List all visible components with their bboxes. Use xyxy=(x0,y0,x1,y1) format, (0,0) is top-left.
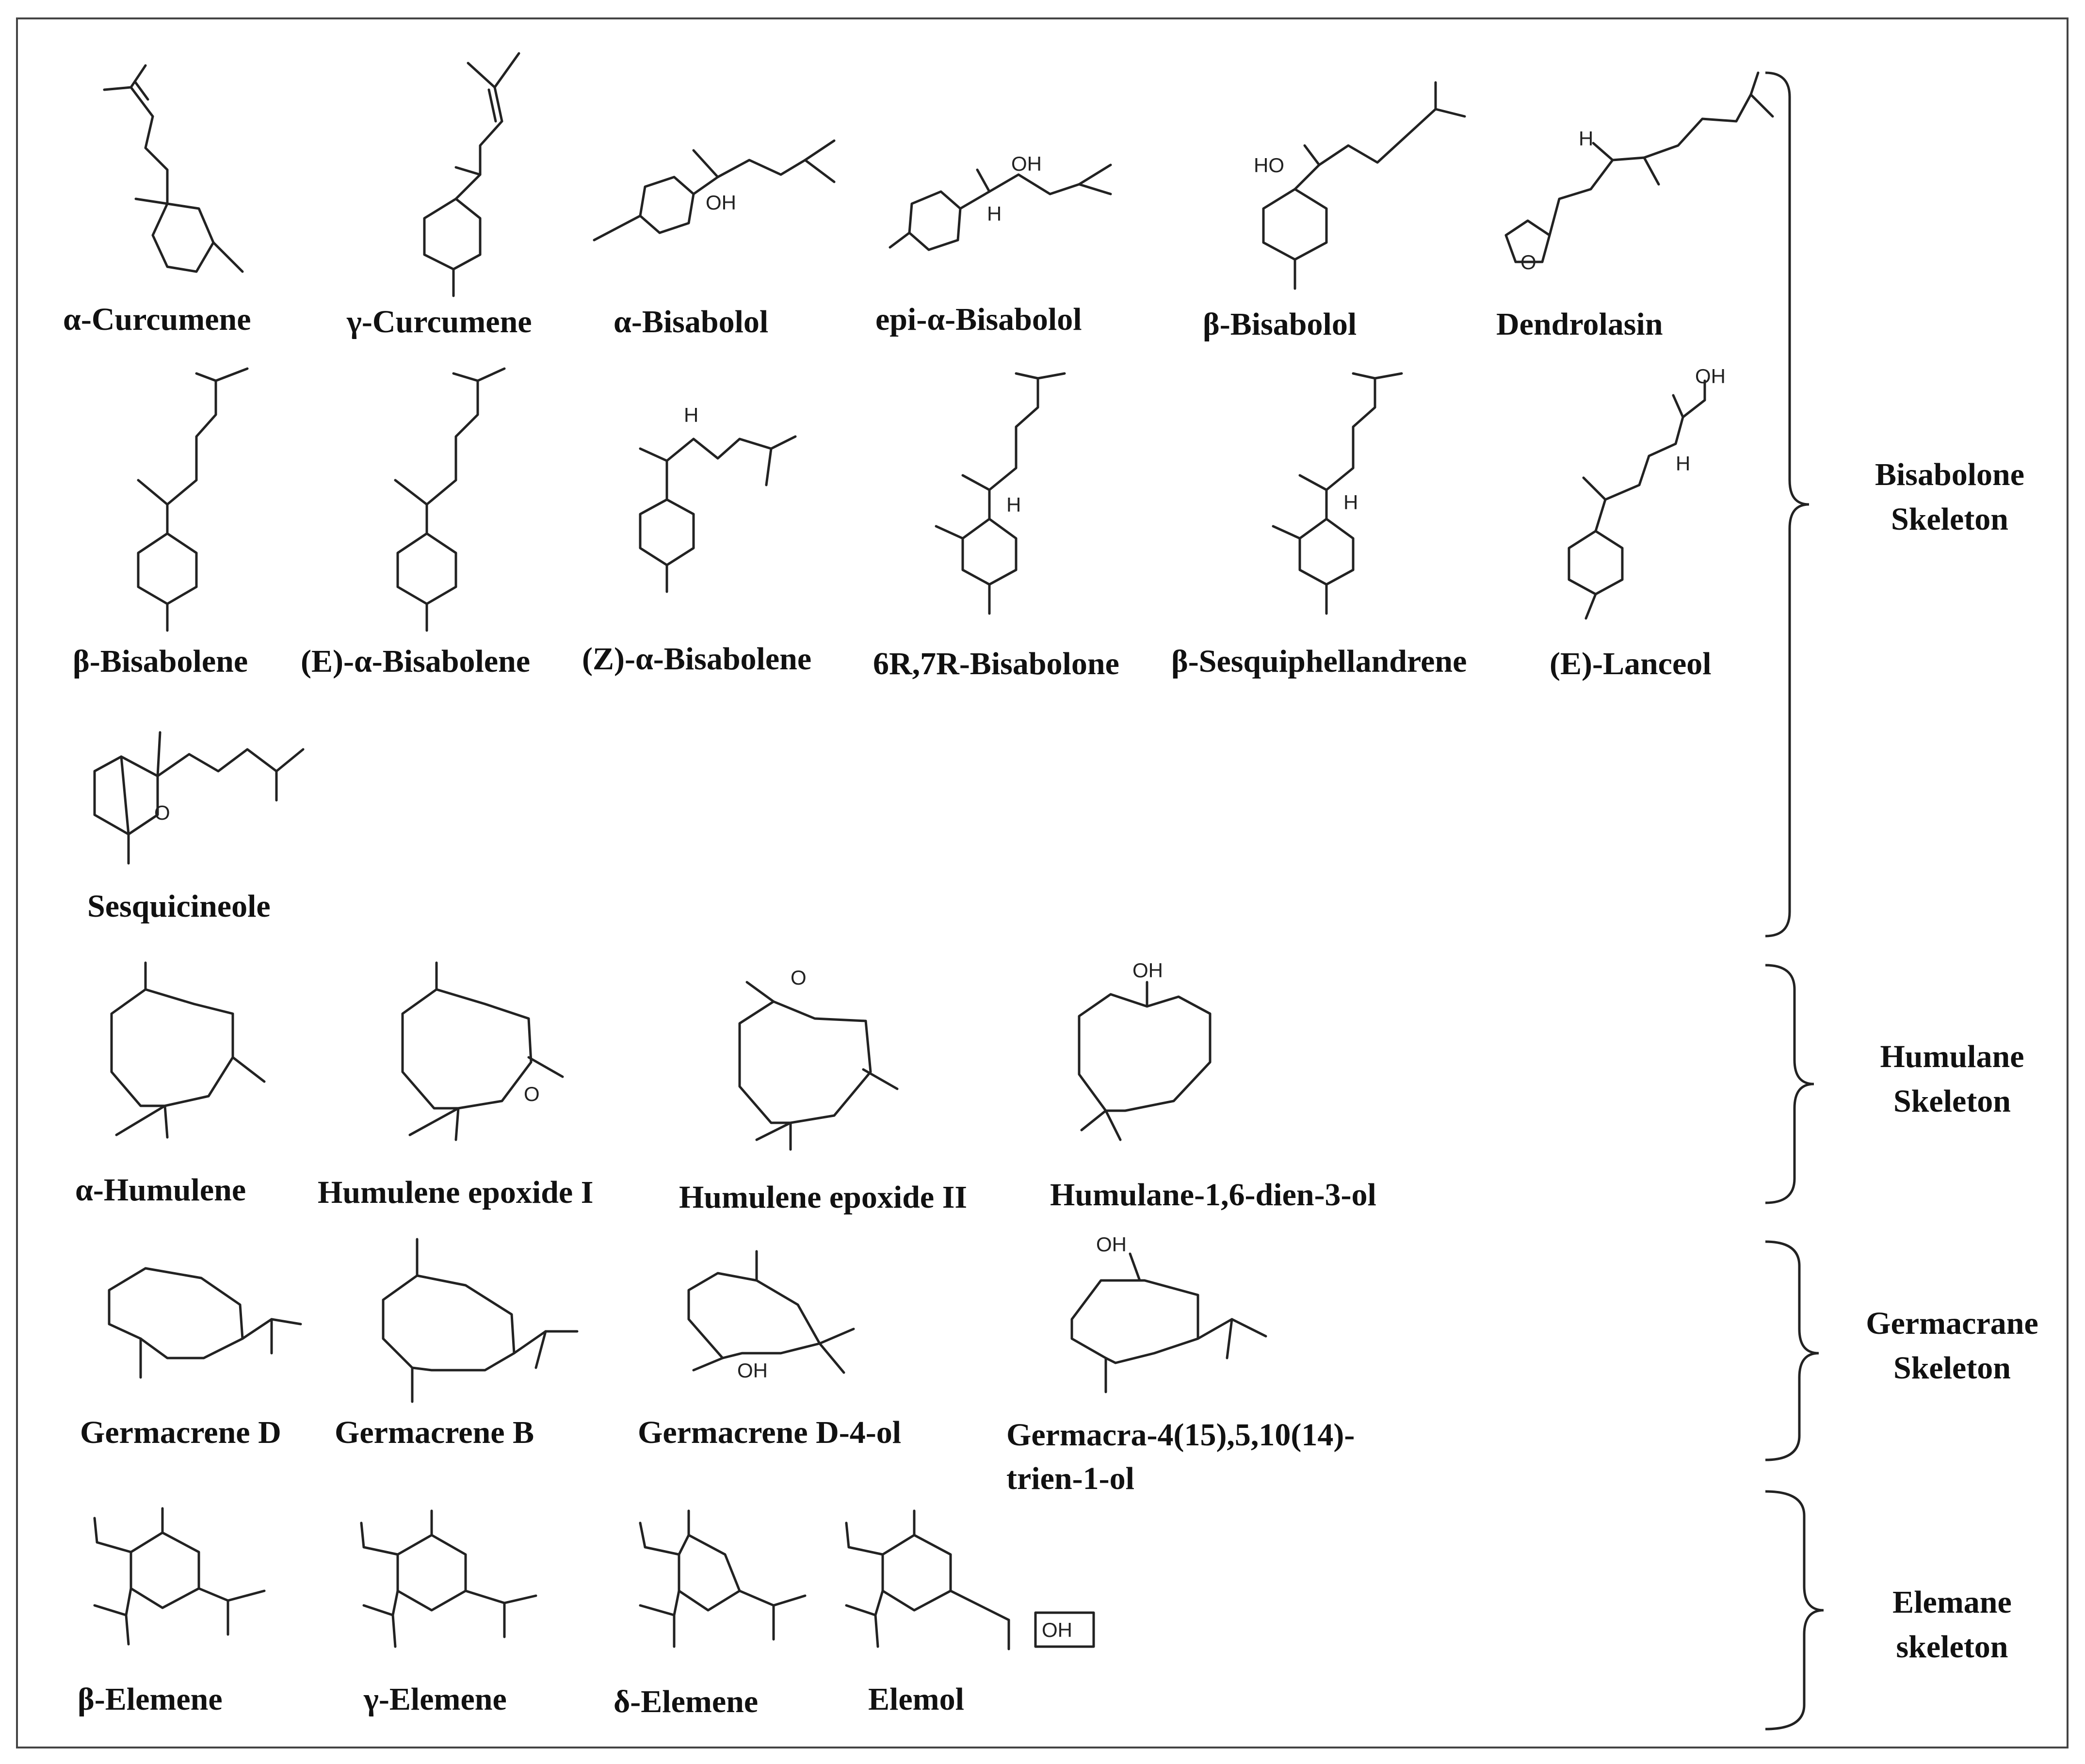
structure-germacrene-b xyxy=(382,1238,579,1403)
compound-label: (Z)-α-Bisabolene xyxy=(582,641,811,677)
atom-o-dendrolasin: O xyxy=(1520,251,1536,274)
structure-dendrolasin xyxy=(1504,71,1774,263)
brace-germacrane xyxy=(1765,1240,1819,1461)
compound-label: Germacrene D xyxy=(80,1415,281,1450)
atom-h-dendrolasin: H xyxy=(1579,127,1593,150)
structure-epi-alpha-bisabolol xyxy=(889,163,1112,251)
compound-label: Elemol xyxy=(868,1682,964,1717)
structure-6r7r-bisabolone xyxy=(935,372,1066,615)
compound-label: Humulene epoxide II xyxy=(679,1180,967,1215)
structure-gamma-curcumene xyxy=(423,52,520,297)
group-label-bisabolone: Skeleton xyxy=(1891,502,2008,537)
group-label-elemane: skeleton xyxy=(1896,1629,2008,1665)
structure-beta-bisabolene xyxy=(137,367,249,632)
structure-humulane-dienol xyxy=(1078,981,1212,1141)
compound-label: 6R,7R-Bisabolone xyxy=(873,646,1119,681)
compound-label: Germacra-4(15),5,10(14)- xyxy=(1006,1417,1355,1453)
atom-h-lanceol: H xyxy=(1676,452,1690,475)
atom-ho-beta-bisabolol: HO xyxy=(1254,154,1284,177)
structure-humulene-epoxide-i xyxy=(401,961,564,1141)
group-label-bisabolone: Bisabolone xyxy=(1875,457,2024,492)
brace-elemane xyxy=(1765,1490,1824,1731)
compound-label: Sesquicineole xyxy=(87,889,271,924)
group-label-elemane: Elemane xyxy=(1892,1585,2012,1620)
compound-label: β-Sesquiphellandrene xyxy=(1171,644,1467,679)
atom-oh-germacrene-d-4-ol: OH xyxy=(737,1359,768,1382)
atom-oh-elemol: OH xyxy=(1042,1618,1072,1641)
compound-label: Humulene epoxide I xyxy=(318,1175,593,1210)
compound-label: β-Elemene xyxy=(78,1682,223,1717)
compound-label: δ-Elemene xyxy=(614,1684,758,1719)
structure-z-alpha-bisabolene xyxy=(639,435,797,593)
atom-o-sesquicineole: O xyxy=(154,801,170,824)
compound-label: α-Bisabolol xyxy=(614,304,768,340)
atom-o-humulene-epoxide-i: O xyxy=(524,1083,540,1105)
atom-oh-lanceol: OH xyxy=(1695,365,1726,388)
structure-delta-elemene xyxy=(639,1509,807,1648)
structure-germacrene-d-4-ol xyxy=(687,1250,855,1374)
compound-label: Germacrene B xyxy=(335,1415,534,1450)
atom-h-sesquiphellandrene: H xyxy=(1343,491,1358,514)
structure-beta-sesquiphellandrene xyxy=(1272,372,1403,615)
figure-frame xyxy=(16,17,2069,1748)
group-label-humulane: Skeleton xyxy=(1893,1084,2011,1119)
structure-gamma-elemene xyxy=(360,1509,537,1648)
compound-label: β-Bisabolol xyxy=(1203,307,1357,342)
group-label-humulane: Humulane xyxy=(1880,1039,2024,1074)
compound-label: (E)-α-Bisabolene xyxy=(301,644,530,679)
compound-label: β-Bisabolene xyxy=(73,644,248,679)
structure-e-lanceol xyxy=(1568,379,1706,620)
structure-sesquicineole xyxy=(93,731,305,865)
structure-beta-elemene xyxy=(93,1507,266,1646)
compound-label: α-Curcumene xyxy=(63,302,251,337)
structure-germacrene-d xyxy=(108,1267,302,1379)
atom-oh-epi-bisabolol: OH xyxy=(1011,152,1042,175)
structure-e-alpha-bisabolene xyxy=(394,367,506,632)
compound-label: trien-1-ol xyxy=(1006,1461,1134,1496)
compound-label: γ-Elemene xyxy=(363,1682,507,1717)
oh-box xyxy=(1034,1611,1095,1648)
compound-label: γ-Curcumene xyxy=(346,304,532,340)
brace-bisabolone xyxy=(1765,71,1810,938)
group-label-germacrane: Germacrane xyxy=(1866,1306,2038,1341)
atom-h-z-bisabolene: H xyxy=(684,404,698,426)
compound-label: α-Humulene xyxy=(75,1172,246,1208)
brace-humulane xyxy=(1765,964,1814,1204)
atom-oh-alpha-bisabolol: OH xyxy=(706,191,736,214)
group-label-germacrane: Skeleton xyxy=(1893,1350,2011,1386)
compound-label: Dendrolasin xyxy=(1496,307,1663,342)
structure-elemol xyxy=(845,1509,1095,1651)
atom-h-epi-bisabolol: H xyxy=(987,202,1002,225)
structure-beta-bisabolol xyxy=(1262,81,1466,290)
atom-o-humulene-epoxide-ii: O xyxy=(791,966,807,989)
compound-label: (E)-Lanceol xyxy=(1550,646,1712,681)
compound-label: Germacrene D-4-ol xyxy=(638,1415,901,1450)
structure-germacratrienol xyxy=(1070,1252,1267,1393)
structure-alpha-bisabolol xyxy=(593,139,836,242)
structure-alpha-curcumene xyxy=(103,64,244,273)
structure-humulene-epoxide-ii xyxy=(738,981,899,1151)
atom-h-bisabolone: H xyxy=(1006,493,1021,516)
atom-oh-humulane-dienol: OH xyxy=(1132,959,1163,982)
structure-alpha-humulene xyxy=(110,961,266,1139)
atom-oh-germacratrienol: OH xyxy=(1096,1233,1127,1256)
compound-label: epi-α-Bisabolol xyxy=(875,302,1082,337)
compound-label: Humulane-1,6-dien-3-ol xyxy=(1050,1177,1376,1213)
